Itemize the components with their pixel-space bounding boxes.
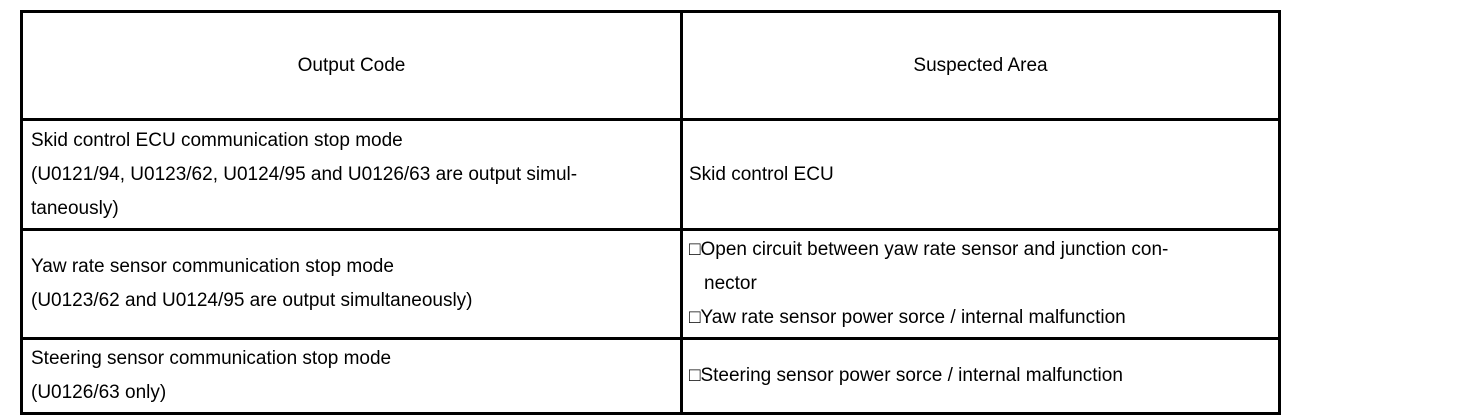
output-code-line: (U0123/62 and U0124/95 are output simult… bbox=[31, 290, 473, 311]
output-code-cell-skid-control: Skid control ECU communication stop mode… bbox=[20, 118, 683, 231]
output-code-line: taneously) bbox=[31, 197, 119, 219]
output-code-line: Steering sensor communication stop mode bbox=[31, 348, 392, 369]
header-cell-output-code: Output Code bbox=[20, 10, 683, 121]
suspected-area-continuation-line: nector bbox=[704, 273, 757, 294]
output-code-cell-yaw-rate: Yaw rate sensor communication stop mode … bbox=[20, 228, 683, 340]
suspected-area-bullet-line: □Steering sensor power sorce / internal … bbox=[689, 365, 1123, 386]
suspected-area-bullet-line: □Yaw rate sensor power sorce / internal … bbox=[689, 307, 1126, 328]
table-row-steering-sensor: Steering sensor communication stop mode … bbox=[20, 337, 1281, 415]
output-code-line: Skid control ECU communication stop mode bbox=[31, 129, 403, 151]
table-header-row: Output Code Suspected Area bbox=[20, 10, 1281, 121]
dtc-output-code-table: Output Code Suspected Area Skid control … bbox=[20, 10, 1281, 415]
table-row-skid-control-ecu: Skid control ECU communication stop mode… bbox=[20, 118, 1281, 231]
suspected-area-cell-skid-control: Skid control ECU bbox=[680, 118, 1281, 231]
suspected-area-cell-yaw-rate: □Open circuit between yaw rate sensor an… bbox=[680, 228, 1281, 340]
output-code-line: Yaw rate sensor communication stop mode bbox=[31, 256, 394, 277]
suspected-area-bullet-line: □Open circuit between yaw rate sensor an… bbox=[689, 239, 1169, 260]
suspected-area-cell-steering: □Steering sensor power sorce / internal … bbox=[680, 337, 1281, 415]
output-code-line: (U0121/94, U0123/62, U0124/95 and U0126/… bbox=[31, 163, 578, 185]
header-cell-suspected-area: Suspected Area bbox=[680, 10, 1281, 121]
suspected-area-line: Skid control ECU bbox=[689, 163, 834, 185]
output-code-cell-steering: Steering sensor communication stop mode … bbox=[20, 337, 683, 415]
output-code-line: (U0126/63 only) bbox=[31, 382, 167, 403]
table-row-yaw-rate-sensor: Yaw rate sensor communication stop mode … bbox=[20, 228, 1281, 340]
